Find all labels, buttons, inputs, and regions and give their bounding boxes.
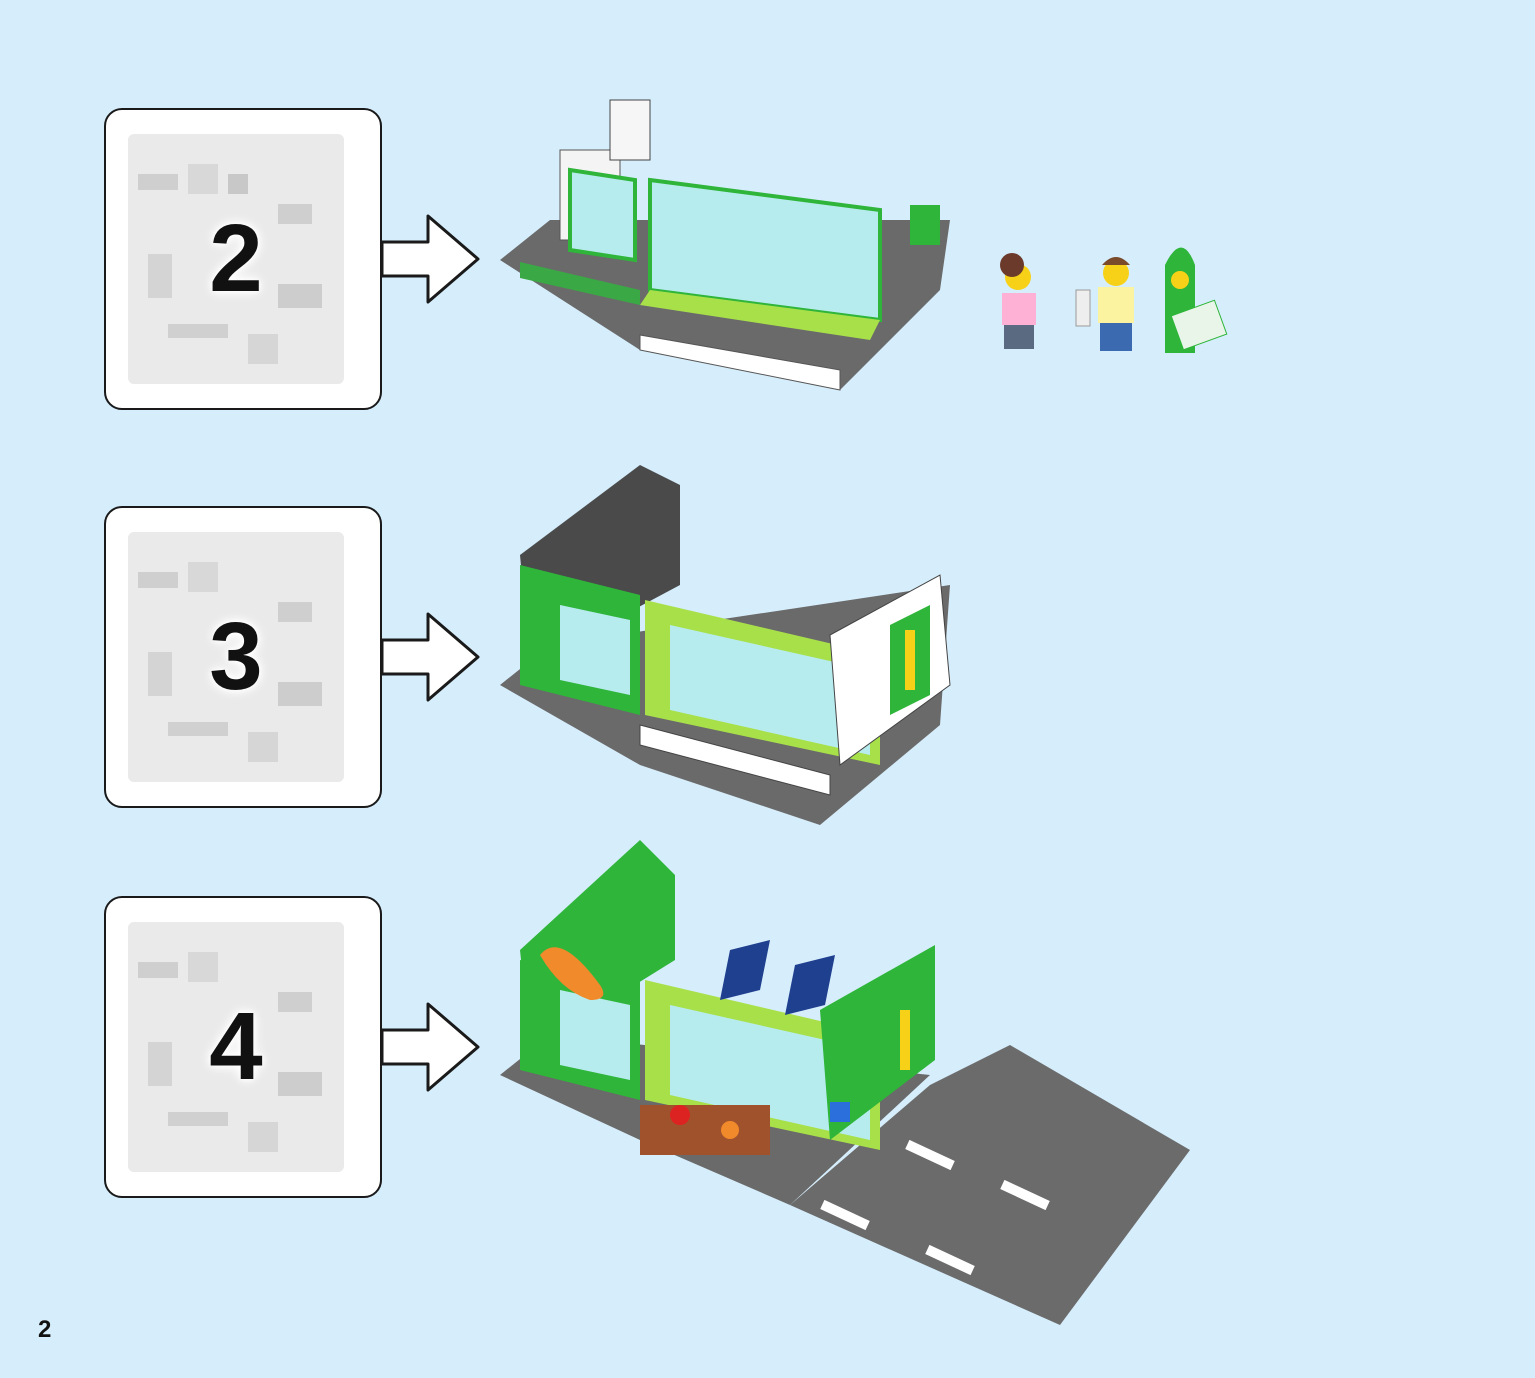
- arrow-right-icon: [380, 1002, 480, 1092]
- store-complete-model: [500, 840, 1190, 1325]
- bag-card-3: 3: [104, 506, 382, 808]
- store-front-base-model: [500, 99, 950, 391]
- page-number: 2: [38, 1316, 52, 1343]
- bag-number: 3: [209, 603, 263, 710]
- vegetable-crates: [640, 1105, 770, 1155]
- bag-number: 4: [209, 993, 263, 1100]
- solar-panel-icon: [785, 955, 835, 1015]
- parts-bag: 3: [128, 532, 344, 782]
- bag-contents-icon: [138, 164, 322, 364]
- bag-contents-icon: [138, 952, 322, 1152]
- parts-bag: 4: [128, 922, 344, 1172]
- minifigure-group: [1000, 247, 1228, 353]
- arrow-right-icon: [380, 612, 480, 702]
- boy-minifig-icon: [1075, 257, 1134, 351]
- road-plate: [790, 1045, 1190, 1325]
- bag-card-4: 4: [104, 896, 382, 1198]
- parts-bag: 2: [128, 134, 344, 384]
- solar-panel-icon: [720, 940, 770, 1000]
- girl-minifig-icon: [1000, 253, 1036, 349]
- carrot-sign-icon: [540, 947, 604, 1000]
- pea-pod-costume-minifig-icon: [1165, 247, 1228, 353]
- arrow-right-icon: [380, 214, 480, 304]
- bag-card-2: 2: [104, 108, 382, 410]
- bag-contents-icon: [138, 562, 322, 762]
- bag-number: 2: [209, 205, 263, 312]
- parking-sign-icon: [830, 1102, 850, 1122]
- store-walls-roof-model: [500, 465, 951, 825]
